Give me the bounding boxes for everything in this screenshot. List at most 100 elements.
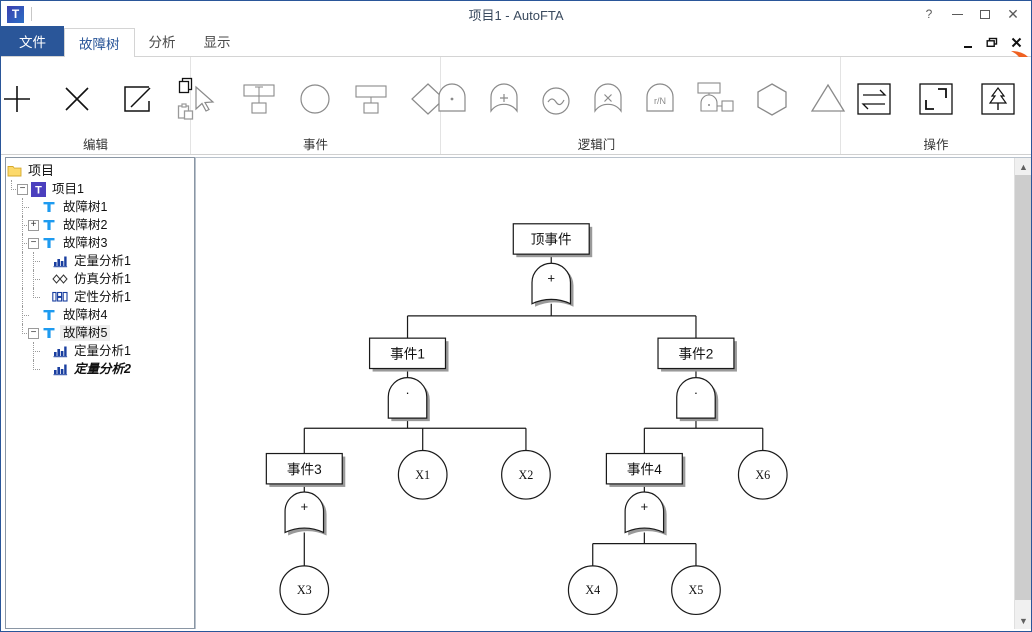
tree-guide <box>6 198 17 216</box>
diagram-node-g1[interactable]: · <box>387 377 430 422</box>
or-gate-button[interactable] <box>482 75 526 123</box>
tab-file[interactable]: 文件 <box>1 26 64 56</box>
diagram-node-e2[interactable]: 事件2 <box>657 337 737 372</box>
ribbon-group-events-label: 事件 <box>302 138 328 152</box>
diagram-node-g0[interactable]: + <box>531 262 574 307</box>
transfer-in-button[interactable] <box>804 75 852 123</box>
diagram-node-e3[interactable]: 事件3 <box>265 452 346 487</box>
tree-guide <box>17 324 29 342</box>
xor-gate-button[interactable] <box>586 75 630 123</box>
tree-layout-button[interactable] <box>974 75 1022 123</box>
fault-tree-editor[interactable]: 顶事件 + 事件1 事件2 · · 事件3 X1 X2 事件4 X6 + + X3 X4 X5 ▲ ▼ <box>195 157 1031 629</box>
diagram-node-g3[interactable]: + <box>284 491 327 536</box>
scroll-up-button[interactable]: ▲ <box>1019 161 1028 172</box>
tree-item-fault-tree-3[interactable]: −故障树3 <box>6 234 194 252</box>
diagram-node-x1[interactable]: X1 <box>397 449 448 500</box>
transfer-gate-button[interactable] <box>748 75 796 123</box>
diagram-node-top[interactable]: 顶事件 <box>512 223 593 258</box>
tree-item-quantitative-analysis-2[interactable]: 定量分析2 <box>6 360 194 378</box>
tree-guide <box>17 216 29 234</box>
top-event-button[interactable] <box>235 77 283 121</box>
mdi-restore-button[interactable] <box>981 33 1003 51</box>
inhibit-gate-button[interactable] <box>690 75 740 123</box>
collapse-icon[interactable]: − <box>17 183 28 195</box>
undeveloped-event-button[interactable] <box>405 77 451 121</box>
select-tool-button[interactable] <box>181 77 225 121</box>
bar-chart-icon <box>52 253 68 269</box>
tree-guide <box>17 234 29 252</box>
tree-item-fault-tree-4[interactable]: 故障树4 <box>6 306 194 324</box>
simulation-icon <box>52 271 68 287</box>
delete-button[interactable] <box>55 77 99 121</box>
intermediate-event-button[interactable] <box>347 77 395 121</box>
diagram-node-e1[interactable]: 事件1 <box>368 337 449 372</box>
minimize-button[interactable] <box>943 3 971 25</box>
edit-button[interactable] <box>115 77 159 121</box>
tree-item-project-root[interactable]: 项目 <box>6 162 194 180</box>
tree-item-label: 故障树5 <box>60 325 111 341</box>
tree-guide <box>6 270 17 288</box>
diagram-node-x6[interactable]: X6 <box>737 449 788 500</box>
tree-item-label: 定量分析2 <box>74 362 131 376</box>
tree-item-label: 定量分析1 <box>74 344 131 358</box>
diagram-node-x3[interactable]: X3 <box>279 565 330 616</box>
fit-view-button[interactable] <box>912 75 960 123</box>
tree-guide <box>6 306 17 324</box>
ribbon-group-gates-label: 逻辑门 <box>577 138 616 152</box>
close-button[interactable]: ✕ <box>1007 5 1019 22</box>
scroll-down-button[interactable]: ▼ <box>1019 615 1028 626</box>
tree-item-fault-tree-2[interactable]: +故障树2 <box>6 216 194 234</box>
canvas-vertical-scrollbar[interactable]: ▲ ▼ <box>1014 158 1031 629</box>
ribbon-toolbar: 编辑 <box>1 57 1031 155</box>
app-logo-icon: T <box>7 5 24 23</box>
copy-button[interactable] <box>175 75 197 97</box>
diagram-node-g2[interactable]: · <box>676 377 719 422</box>
project-icon: T <box>30 181 46 197</box>
diagram-node-x2[interactable]: X2 <box>501 449 551 500</box>
swap-button[interactable] <box>850 75 898 123</box>
and-gate-button[interactable] <box>430 75 474 123</box>
tab-fault-tree[interactable]: 故障树 <box>64 28 135 57</box>
tree-guide <box>28 288 40 306</box>
help-button[interactable]: ? <box>925 7 933 21</box>
ribbon-group-edit: 编辑 <box>1 57 193 154</box>
folder-icon <box>6 163 22 179</box>
collapse-icon[interactable]: − <box>28 327 39 339</box>
ribbon-group-operations: 操作 <box>841 57 1031 154</box>
scroll-thumb[interactable] <box>1015 175 1031 600</box>
tree-item-simulation-analysis-1[interactable]: 仿真分析1 <box>6 270 194 288</box>
add-button[interactable] <box>1 77 39 121</box>
basic-event-button[interactable] <box>293 77 337 121</box>
maximize-button[interactable] <box>971 3 999 25</box>
paste-button[interactable] <box>175 101 197 123</box>
diagram-node-e4[interactable]: 事件4 <box>605 452 686 487</box>
tree-item-label: 定性分析1 <box>74 290 131 304</box>
mdi-close-button[interactable] <box>1005 33 1027 51</box>
tree-guide <box>28 342 40 360</box>
fault-tree-icon <box>41 217 57 233</box>
sequential-gate-button[interactable] <box>534 75 578 123</box>
diagram-node-x5[interactable]: X5 <box>671 565 721 616</box>
fault-tree-icon <box>41 307 57 323</box>
tree-item-quantitative-analysis-1b[interactable]: 定量分析1 <box>6 342 194 360</box>
diagram-node-label: + <box>641 499 649 514</box>
tree-item-fault-tree-1[interactable]: 故障树1 <box>6 198 194 216</box>
diagram-node-g4[interactable]: + <box>624 491 667 536</box>
diagram-node-x4[interactable]: X4 <box>567 565 618 616</box>
tree-item-label: 项目 <box>28 163 55 178</box>
tab-display[interactable]: 显示 <box>203 35 231 50</box>
mdi-minimize-button[interactable] <box>957 33 979 51</box>
fault-tree-canvas[interactable]: 顶事件 + 事件1 事件2 · · 事件3 X1 X2 事件4 X6 + + X3 X4 X5 <box>196 158 1031 629</box>
tree-item-qualitative-analysis-1[interactable]: 定性分析1 <box>6 288 194 306</box>
expand-icon[interactable]: + <box>28 219 39 231</box>
tab-analysis[interactable]: 分析 <box>148 35 176 50</box>
collapse-icon[interactable]: − <box>28 237 39 249</box>
voting-gate-button[interactable]: r/N <box>638 75 682 123</box>
tree-guide <box>28 252 40 270</box>
fault-tree-icon <box>41 235 57 251</box>
tree-item-fault-tree-5[interactable]: − 故障树5 <box>6 324 194 342</box>
tree-guide <box>28 270 40 288</box>
tree-item-quantitative-analysis-1[interactable]: 定量分析1 <box>6 252 194 270</box>
